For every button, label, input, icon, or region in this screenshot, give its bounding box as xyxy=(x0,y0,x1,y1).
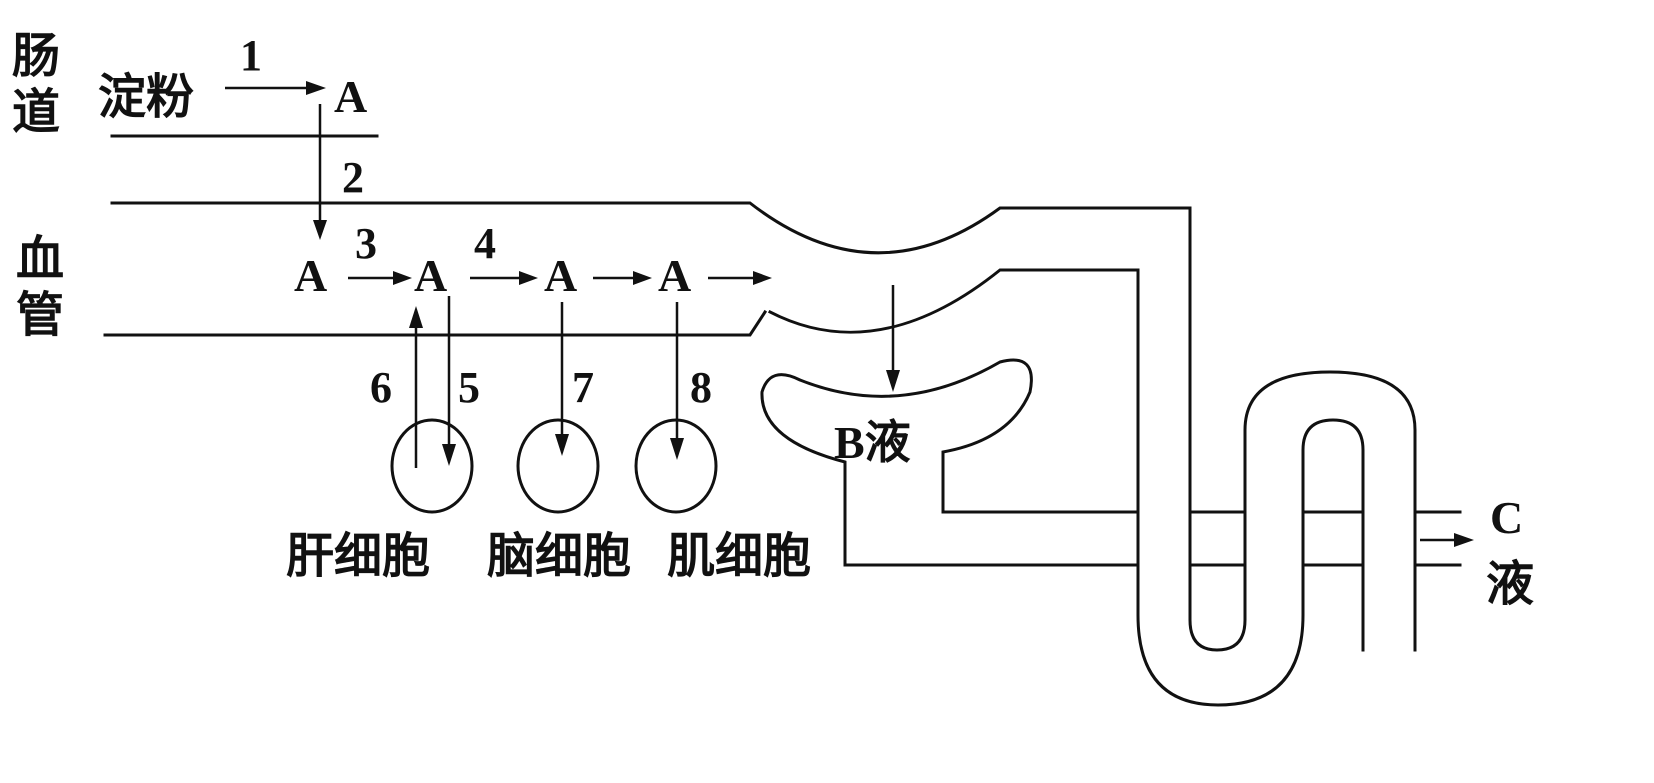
vessel-bottom-wall xyxy=(103,309,768,337)
step-3-label: 3 xyxy=(355,219,377,268)
intestine-label: 肠道 xyxy=(12,28,60,140)
substance-a-blood-1: A xyxy=(294,250,327,301)
step-5-label: 5 xyxy=(458,363,480,412)
arrow-a4-out-head xyxy=(753,271,772,285)
arrow-1-head xyxy=(306,81,326,95)
filtration-arrow-head xyxy=(886,370,900,392)
brain-cell-shape xyxy=(516,418,600,514)
arrow-4-head xyxy=(519,271,538,285)
step-1-label: 1 xyxy=(240,31,262,80)
arrow-3-head xyxy=(393,271,412,285)
vessel-top-wall xyxy=(110,201,1417,652)
renal-capsule-wall xyxy=(760,358,1140,567)
step-4-label: 4 xyxy=(474,219,496,268)
substance-a-blood-3: A xyxy=(544,250,577,301)
arrow-5-head xyxy=(442,444,456,466)
liquid-c-char: 液 xyxy=(1486,556,1534,612)
liquid-b-label: B液 xyxy=(834,417,911,468)
intestine-label-char-1: 肠道 xyxy=(12,28,60,140)
outflow-arrow-head xyxy=(1454,533,1474,547)
arrow-7-head xyxy=(555,434,569,456)
brain-cell-label: 脑细胞 xyxy=(487,528,631,584)
substance-a-blood-2: A xyxy=(414,250,447,301)
starch-label: 淀粉 xyxy=(98,69,194,125)
arrow-2-head xyxy=(313,220,327,240)
step-8-label: 8 xyxy=(690,363,712,412)
liver-cell-label: 肝细胞 xyxy=(286,528,430,584)
step-6-label: 6 xyxy=(370,363,392,412)
vessel-label: 血管 xyxy=(16,231,64,343)
step-2-label: 2 xyxy=(342,153,364,202)
liver-cell-shape xyxy=(390,418,474,514)
muscle-cell-label: 肌细胞 xyxy=(667,528,811,584)
arrow-8-head xyxy=(670,438,684,460)
substance-a-blood-4: A xyxy=(658,250,691,301)
capillary-inner-wall xyxy=(767,268,1365,707)
arrow-6-head xyxy=(409,306,423,328)
substance-a-intestine: A xyxy=(334,71,367,122)
liquid-c-letter: C xyxy=(1490,492,1523,543)
arrow-a3-a4-head xyxy=(633,271,652,285)
step-7-label: 7 xyxy=(572,363,594,412)
